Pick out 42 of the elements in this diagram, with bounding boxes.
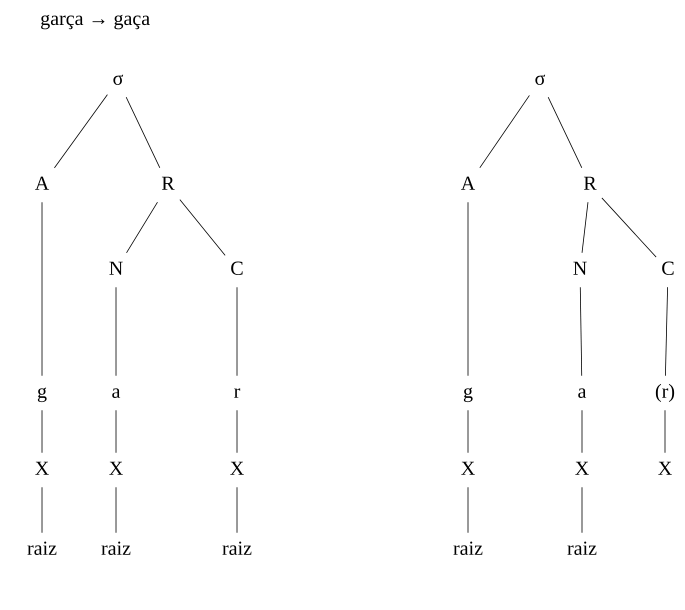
tree-branch: [126, 96, 160, 168]
tree-label: raiz: [453, 542, 482, 555]
tree-label: a: [112, 388, 120, 398]
tree-label: C: [231, 262, 243, 275]
tree-branch: [548, 96, 582, 168]
tree-label: (r): [656, 384, 674, 402]
tree-branch: [582, 202, 588, 254]
tree-branch: [601, 198, 657, 258]
tree-label: g: [464, 388, 473, 402]
tree-branch: [236, 286, 238, 376]
tree-branch: [236, 486, 238, 534]
tree-label: raiz: [567, 542, 596, 555]
tree-label: a: [578, 388, 586, 398]
tree-label: X: [35, 462, 49, 475]
tree-label: A: [460, 176, 476, 190]
tree-label: R: [584, 176, 597, 190]
tree-label: raiz: [222, 542, 252, 555]
tree-label: R: [162, 176, 175, 190]
tree-label: X: [658, 462, 672, 475]
tree-branch: [479, 95, 530, 168]
tree-label: raiz: [101, 542, 130, 555]
tree-label: X: [575, 462, 589, 475]
tree-label: A: [34, 176, 50, 190]
tree-label: g: [38, 388, 47, 402]
tree-label: C: [662, 262, 674, 275]
tree-branch: [665, 286, 668, 376]
tree-label: X: [461, 462, 475, 475]
tree-branch: [179, 199, 226, 256]
tree-label: N: [573, 262, 587, 275]
tree-label: σ: [535, 74, 546, 85]
tree-label: X: [230, 462, 244, 475]
tree-label: N: [109, 262, 123, 275]
tree-label: σ: [113, 74, 124, 85]
tree-label: X: [109, 462, 123, 475]
tree-branch: [54, 94, 108, 168]
tree-branch: [126, 202, 158, 254]
tree-branch: [580, 286, 582, 376]
tree-branch: [664, 410, 666, 454]
tree-label: r: [234, 388, 240, 398]
tree-label: raiz: [27, 542, 56, 555]
tree-branch: [236, 410, 238, 454]
title: garça → gaça: [41, 14, 150, 30]
